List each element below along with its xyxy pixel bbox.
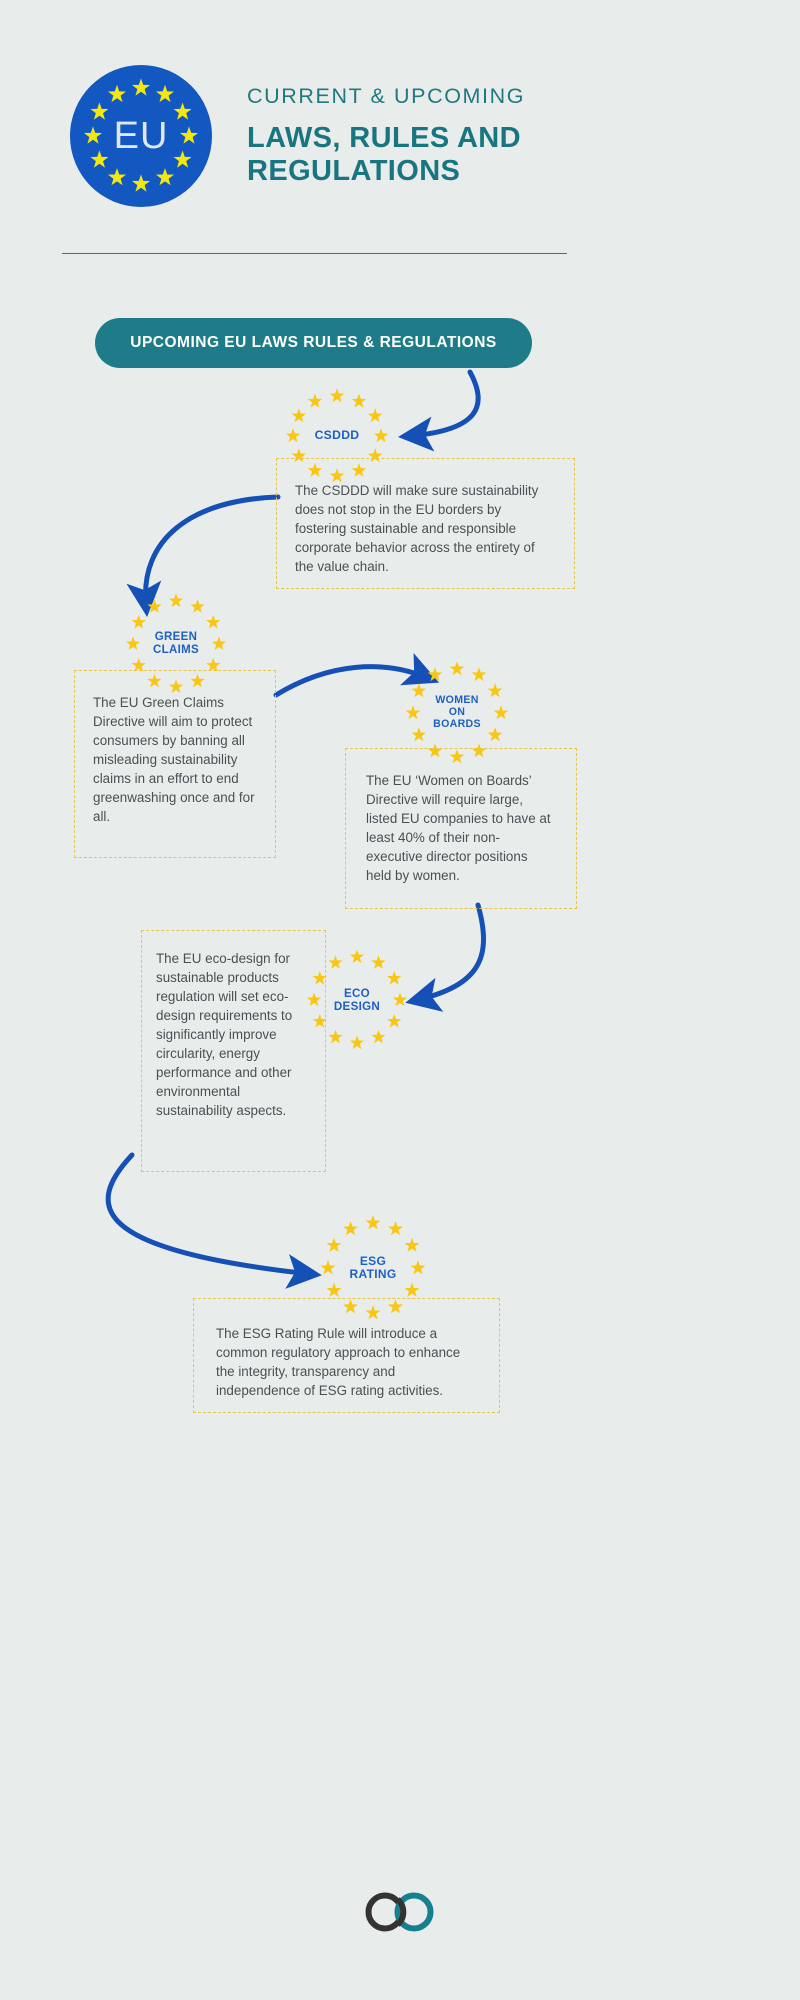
textbox-esg-rating: The ESG Rating Rule will introduce a com… [193, 1298, 500, 1413]
page-title: LAWS, RULES AND REGULATIONS [247, 122, 521, 187]
interlocking-rings-logo [352, 1888, 447, 1936]
eu-logo-label: EU [113, 114, 169, 157]
textbox-eco-design-body: The EU eco-design for sustainable produc… [156, 951, 293, 1118]
textbox-green-claims: The EU Green Claims Directive will aim t… [74, 670, 276, 858]
textbox-csddd: The CSDDD will make sure sustainability … [276, 458, 575, 589]
header-divider [62, 253, 567, 254]
eu-flag-logo: EU [70, 65, 212, 207]
textbox-women-on-boards: The EU ‘Women on Boards’ Directive will … [345, 748, 577, 909]
header: EU CURRENT & UPCOMING LAWS, RULES AND RE… [0, 0, 800, 260]
textbox-green-claims-body: The EU Green Claims Directive will aim t… [93, 695, 255, 824]
section-banner: UPCOMING EU LAWS RULES & REGULATIONS [95, 318, 532, 368]
header-eyebrow: CURRENT & UPCOMING [247, 84, 526, 108]
textbox-esg-rating-body: The ESG Rating Rule will introduce a com… [216, 1326, 461, 1398]
textbox-csddd-body: The CSDDD will make sure sustainability … [295, 483, 539, 574]
textbox-women-on-boards-body: The EU ‘Women on Boards’ Directive will … [366, 773, 551, 883]
textbox-eco-design: The EU eco-design for sustainable produc… [141, 930, 326, 1172]
